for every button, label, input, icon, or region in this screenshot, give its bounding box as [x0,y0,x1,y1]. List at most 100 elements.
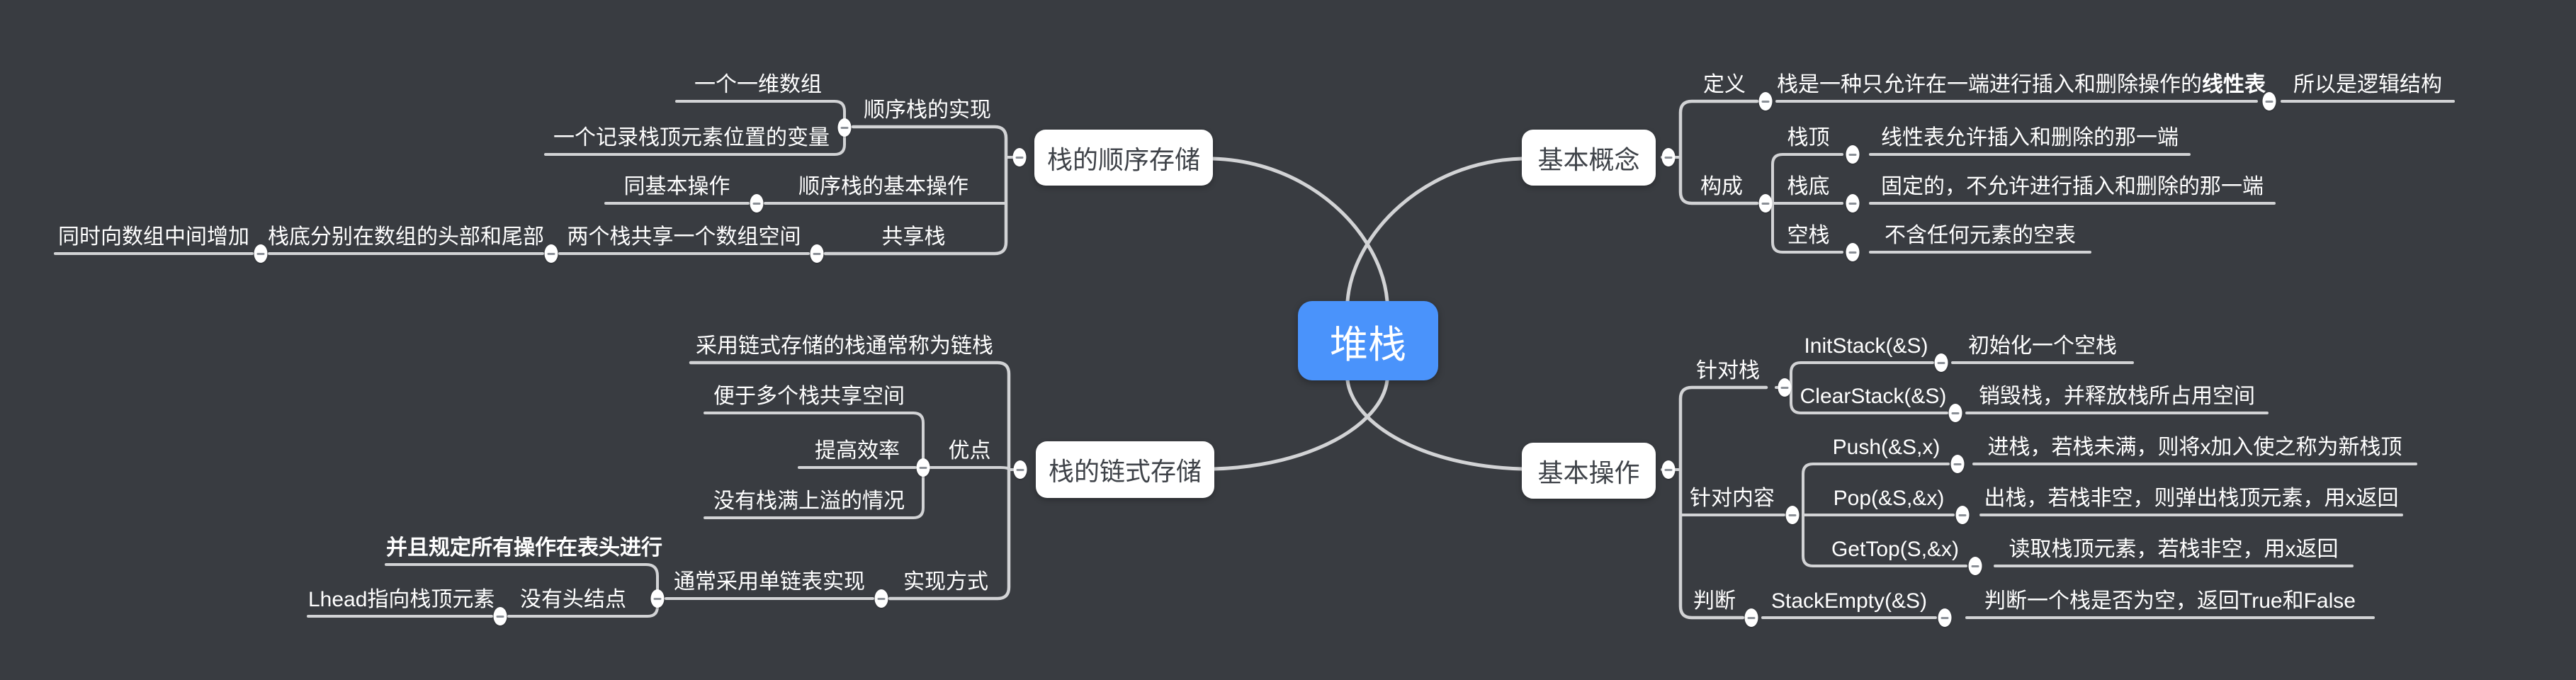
minus-icon [1747,616,1756,619]
minus-icon [1958,514,1967,516]
minus-icon [653,597,662,600]
collapse-button[interactable] [1846,194,1860,212]
minus-icon [1761,100,1770,103]
node-for-content[interactable]: 针对内容 [1690,487,1775,510]
collapse-button[interactable] [1938,608,1952,627]
node-pop-description[interactable]: 出栈，若栈非空，则弹出栈顶元素，用x返回 [1984,487,2399,510]
node-improve-efficiency[interactable]: 提高效率 [815,439,900,463]
node-shared-stack[interactable]: 共享栈 [881,225,946,249]
collapse-button[interactable] [810,244,824,263]
node-no-overflow[interactable]: 没有栈满上溢的情况 [713,489,905,513]
node-for-stack[interactable]: 针对栈 [1696,359,1760,382]
collapse-button[interactable] [2262,92,2276,110]
minus-icon [752,202,761,205]
minus-icon [1780,386,1789,389]
topic-basic-operations[interactable]: 基本操作 [1522,443,1656,499]
minus-icon [919,466,927,469]
minus-icon [547,252,555,255]
node-gettop[interactable]: GetTop(S,&x) [1831,538,1960,561]
node-bottoms-at-head-and-tail[interactable]: 栈底分别在数组的头部和尾部 [268,225,544,249]
node-stack-bottom-description[interactable]: 固定的，不允许进行插入和删除的那一端 [1881,175,2264,198]
node-gettop-description[interactable]: 读取栈顶元素，若栈非空，用x返回 [2009,538,2339,561]
node-composition[interactable]: 构成 [1700,175,1743,198]
minus-icon [877,597,886,600]
node-operations-at-list-head[interactable]: 并且规定所有操作在表头进行 [386,536,662,560]
collapse-button[interactable] [1744,608,1758,627]
node-stackempty[interactable]: StackEmpty(&S) [1770,589,1928,613]
minus-icon [1848,251,1857,254]
definition-bold-text: 线性表 [2202,73,2266,96]
collapse-button[interactable] [1950,455,1965,473]
collapse-button[interactable] [493,607,507,625]
definition-normal-text: 栈是一种只允许在一端进行插入和删除操作的 [1777,73,2202,96]
topic-linked-storage[interactable]: 栈的链式存储 [1036,441,1214,498]
topic-basic-concepts[interactable]: 基本概念 [1522,130,1656,186]
collapse-button[interactable] [1948,404,1962,422]
root-topic-stack[interactable]: 堆栈 [1298,301,1438,380]
node-stack-bottom[interactable]: 栈底 [1787,175,1830,198]
node-stackempty-description[interactable]: 判断一个栈是否为空，返回True和False [1984,589,2356,613]
minus-icon [1761,202,1770,205]
node-linked-stack-definition[interactable]: 采用链式存储的栈通常称为链栈 [696,334,993,358]
collapse-button[interactable] [1846,243,1860,261]
node-push-description[interactable]: 进栈，若栈未满，则将x加入使之称为新栈顶 [1987,436,2402,459]
node-logical-structure[interactable]: 所以是逻辑结构 [2293,73,2442,96]
collapse-button[interactable] [1785,506,1800,524]
collapse-button[interactable] [916,458,930,477]
minus-icon [1848,202,1857,205]
node-top-position-variable[interactable]: 一个记录栈顶元素位置的变量 [553,126,830,149]
node-same-as-basic-ops[interactable]: 同基本操作 [623,175,730,198]
node-judge[interactable]: 判断 [1693,589,1736,613]
collapse-button[interactable] [1758,194,1773,212]
node-stack-top[interactable]: 栈顶 [1787,126,1830,149]
node-definition[interactable]: 定义 [1703,73,1746,96]
collapse-button[interactable] [1968,557,1982,575]
node-initstack-description[interactable]: 初始化一个空栈 [1968,334,2117,358]
node-clearstack-description[interactable]: 销毁栈，并释放栈所占用空间 [1979,385,2255,408]
collapse-button[interactable] [874,589,888,608]
node-pop[interactable]: Pop(&S,&x) [1833,487,1945,510]
node-multiple-stacks-share-space[interactable]: 便于多个栈共享空间 [713,385,905,408]
node-seq-basic-operations[interactable]: 顺序栈的基本操作 [798,175,968,198]
node-stack-top-description[interactable]: 线性表允许插入和删除的那一端 [1881,126,2179,149]
node-clearstack[interactable]: ClearStack(&S) [1800,385,1947,408]
collapse-button[interactable] [1778,378,1792,397]
node-initstack[interactable]: InitStack(&S) [1804,334,1928,358]
node-seq-implementation[interactable]: 顺序栈的实现 [864,98,991,122]
node-empty-stack[interactable]: 空栈 [1787,224,1830,247]
minus-icon [1016,468,1024,471]
node-stack-definition-text[interactable]: 栈是一种只允许在一端进行插入和删除操作的线性表 [1777,72,2266,98]
node-no-head-node[interactable]: 没有头结点 [520,588,626,611]
collapse-button[interactable] [1758,92,1773,110]
collapse-button[interactable] [1955,506,1970,524]
collapse-button[interactable] [1846,145,1860,164]
minus-icon [840,126,849,129]
collapse-button[interactable] [1661,148,1676,166]
collapse-button[interactable] [1012,148,1027,166]
collapse-button[interactable] [1013,460,1027,479]
node-lhead-points-to-top[interactable]: Lhead指向栈顶元素 [308,588,495,611]
collapse-button[interactable] [254,244,268,263]
node-implementation-method[interactable]: 实现方式 [903,570,988,594]
node-singly-linked-list[interactable]: 通常采用单链表实现 [674,570,865,594]
minus-icon [1015,156,1024,159]
collapse-button[interactable] [1934,353,1948,372]
collapse-button[interactable] [837,118,852,137]
minus-icon [1788,514,1797,516]
node-empty-stack-description[interactable]: 不含任何元素的空表 [1885,224,2076,247]
collapse-button[interactable] [650,589,665,608]
collapse-button[interactable] [1661,460,1676,479]
node-two-stacks-share-array[interactable]: 两个栈共享一个数组空间 [567,225,801,249]
node-push[interactable]: Push(&S,x) [1832,436,1941,459]
node-advantages[interactable]: 优点 [948,439,991,463]
node-one-dim-array[interactable]: 一个一维数组 [694,73,822,96]
topic-sequential-storage[interactable]: 栈的顺序存储 [1034,130,1213,186]
minus-icon [813,252,821,255]
minus-icon [1664,468,1673,471]
minus-icon [1953,463,1962,465]
collapse-button[interactable] [544,244,558,263]
collapse-button[interactable] [750,194,764,212]
node-grow-toward-middle[interactable]: 同时向数组中间增加 [58,225,249,249]
